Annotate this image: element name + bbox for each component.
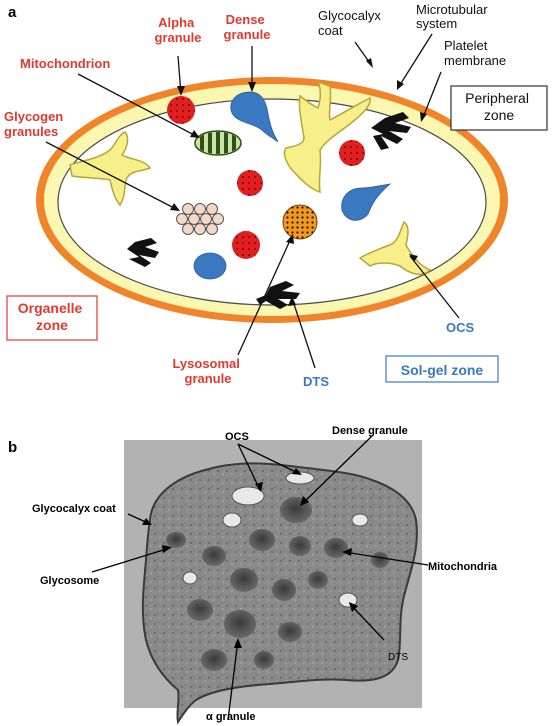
arrowheads xyxy=(170,58,427,306)
dense-granule-label: Dense granule xyxy=(224,12,271,42)
platelet-membrane-label: Platelet membrane xyxy=(444,38,506,68)
em-alpha-granule-label: α granule xyxy=(206,711,256,723)
em-vacuoles xyxy=(182,471,369,608)
panel-a-letter: a xyxy=(8,4,17,21)
open-canalicular-system xyxy=(69,80,432,276)
em-glycocalyx-coat-label: Glycocalyx coat xyxy=(32,503,116,515)
sol-gel-zone-label: Sol-gel zone xyxy=(401,362,484,378)
em-glycosome-label: Glycosome xyxy=(40,575,99,587)
em-leader-lines xyxy=(91,435,429,721)
organelle-zone-box xyxy=(6,295,98,341)
em-dts-label: DTS xyxy=(388,652,408,663)
microtubular-system-label: Microtubular system xyxy=(416,2,491,31)
em-arrowheads xyxy=(142,468,358,648)
peripheral-zone-box xyxy=(450,85,548,131)
em-dense-granule-label: Dense granule xyxy=(332,425,408,437)
lysosomal-granule-label: Lysosomal granule xyxy=(172,356,243,386)
alpha-granules xyxy=(167,96,365,259)
peripheral-zone-label: Peripheral zone xyxy=(465,90,533,123)
organelle-zone-label: Organelle zone xyxy=(18,300,86,333)
lysosome-shape xyxy=(282,204,318,240)
alpha-granule-label: Alpha granule xyxy=(155,15,202,45)
mitochondrion-label: Mitochondrion xyxy=(20,56,110,71)
dts-label: DTS xyxy=(303,374,329,389)
em-ocs-label: OCS xyxy=(225,431,249,443)
ocs-label: OCS xyxy=(446,320,475,335)
dense-granules xyxy=(193,91,392,280)
glycogen-granules-label: Glycogen granules xyxy=(4,109,67,139)
em-mitochondria-label: Mitochondria xyxy=(428,561,498,573)
glycogen-cluster xyxy=(176,203,224,235)
panel-b-letter: b xyxy=(8,439,17,456)
mitochondrion-shape xyxy=(194,130,242,156)
sol-gel-zone-box xyxy=(385,355,499,383)
dense-tubular-system xyxy=(127,112,411,309)
glycocalyx-coat-label: Glycocalyx coat xyxy=(318,8,384,38)
